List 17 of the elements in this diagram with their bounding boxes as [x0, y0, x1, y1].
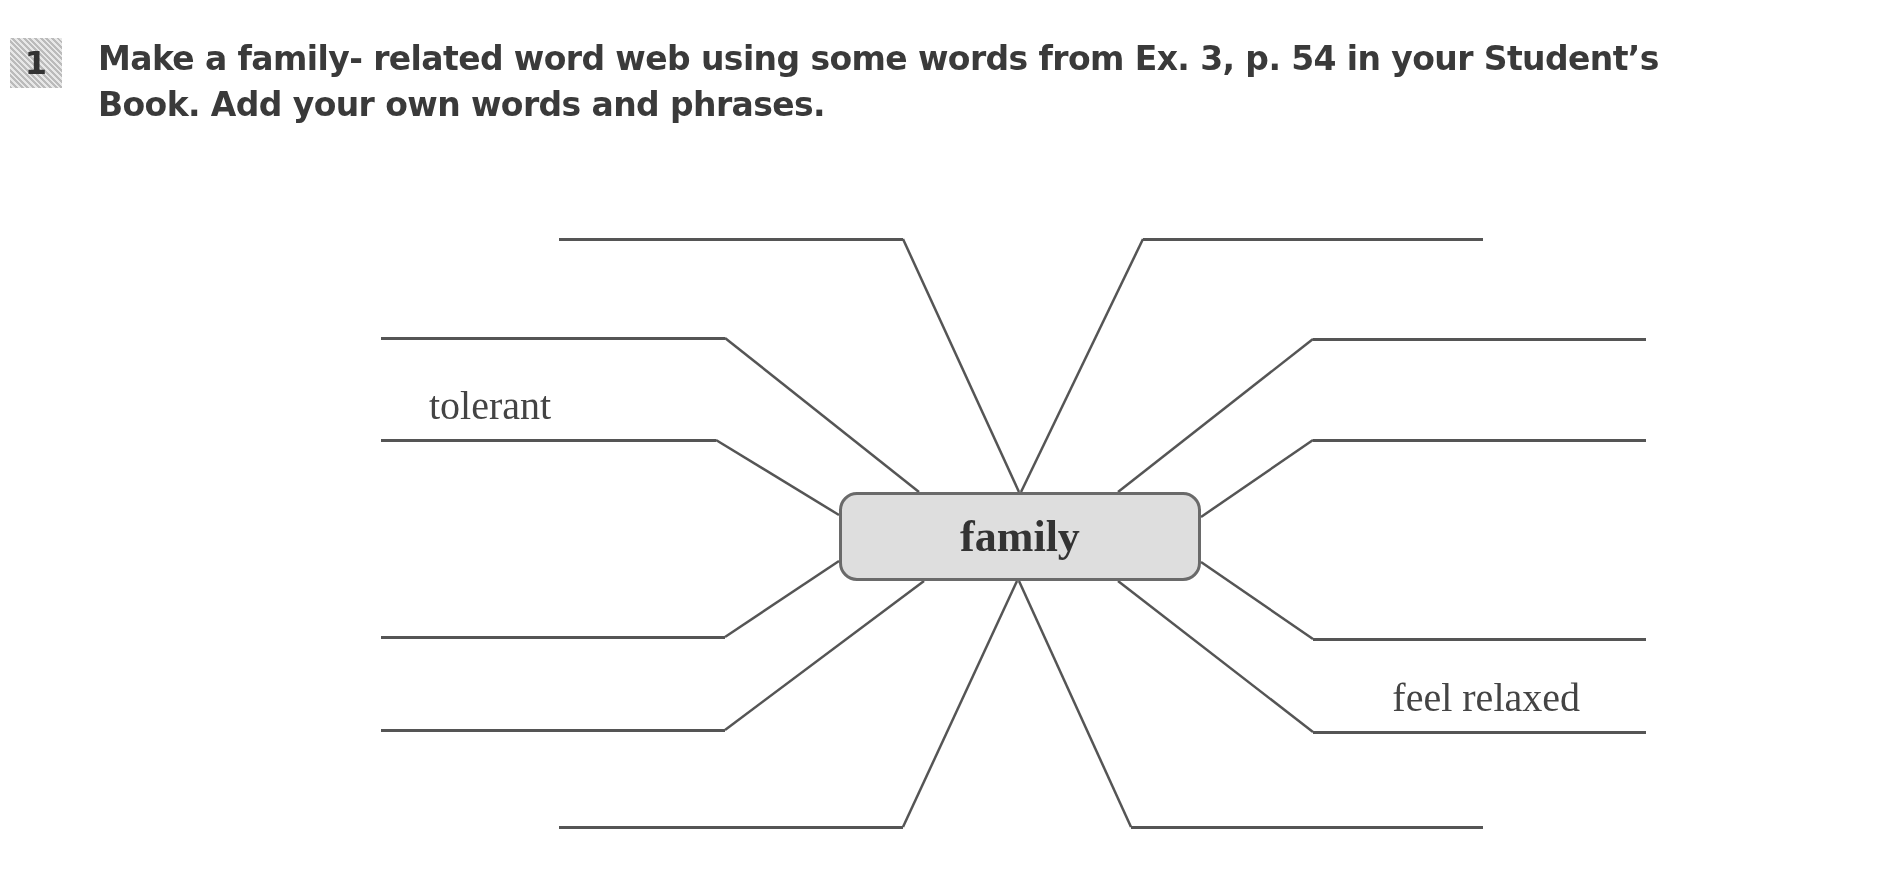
spoke-line — [724, 559, 840, 639]
spoke-line — [1200, 560, 1314, 641]
spoke-line — [1200, 438, 1314, 519]
spoke-line — [1117, 580, 1314, 733]
center-box: family — [839, 492, 1201, 581]
exercise-number: 1 — [10, 38, 62, 88]
spoke-line — [1117, 338, 1314, 493]
spoke-line — [715, 438, 840, 517]
spoke-line — [724, 580, 925, 731]
spoke-line — [901, 238, 1021, 493]
spoke-line — [1017, 580, 1133, 828]
spoke-line — [724, 337, 920, 493]
exercise-instruction: Make a family- related word web using some words from Ex. 3, p. 54 in your Student’s Book. Add your own words and phrases. — [98, 38, 1660, 126]
answer-line: feel relaxed — [1313, 662, 1646, 734]
spoke-line — [1019, 238, 1145, 493]
answer-line: tolerant — [381, 370, 716, 442]
spoke-line — [901, 580, 1019, 828]
